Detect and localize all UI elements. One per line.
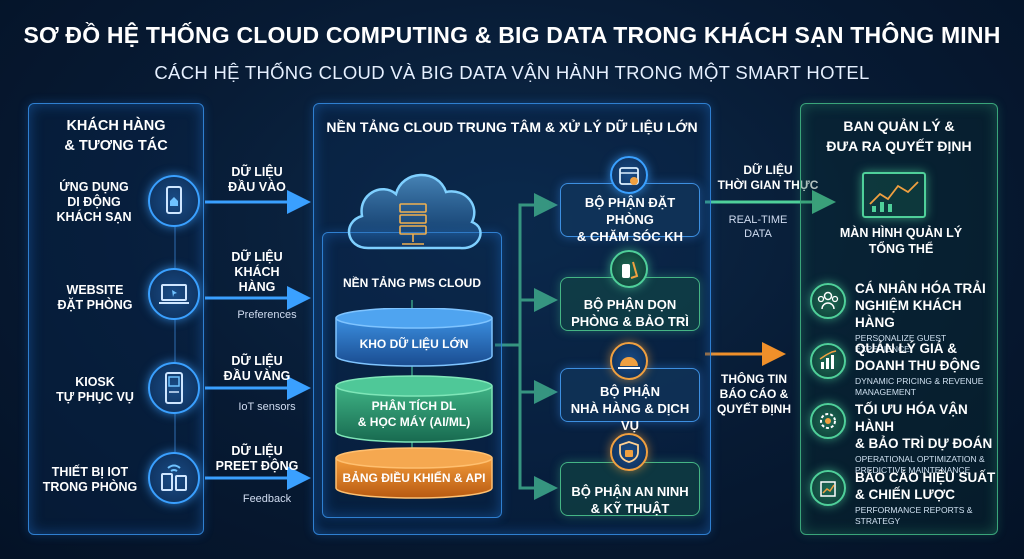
cloche-icon: [610, 342, 648, 380]
mgr-item-pricing: QUẢN LÝ GIÁ & DOANH THU ĐỘNG DYNAMIC PRI…: [855, 341, 984, 397]
branch-arrow-4: [518, 392, 558, 500]
data-warehouse-cylinder: [335, 308, 493, 367]
data-cylinders: [335, 308, 493, 499]
pms-cloud-label: NỀN TẢNG PMS CLOUD: [343, 276, 481, 290]
dashboard-monitor-icon: [862, 172, 926, 218]
dashboard-api-cylinder: [335, 447, 493, 499]
flow-label-customer: DỮ LIỆU KHÁCH HÀNG: [231, 250, 283, 294]
channel-label-website: WEBSITE ĐẶT PHÒNG: [57, 283, 133, 312]
flow-label-input: DỮ LIỆU ĐẦU VÀO: [228, 165, 286, 194]
dashboard-screen-label: MÀN HÌNH QUẢN LÝ TỔNG THỂ: [839, 226, 963, 256]
cleaning-icon: [610, 250, 648, 288]
page-subtitle: CÁCH HỆ THỐNG CLOUD VÀ BIG DATA VẬN HÀNH…: [154, 62, 870, 83]
flow-note-iot: IoT sensors: [238, 401, 296, 413]
dept-security[interactable]: BỘ PHẬN AN NINH & KỸ THUẬT: [560, 462, 700, 516]
page-title: SƠ ĐỒ HỆ THỐNG CLOUD COMPUTING & BIG DAT…: [23, 22, 1001, 48]
dashboard-api-label: BẢNG ĐIỀU KHIỂN & API: [342, 471, 486, 485]
revenue-chart-icon: [810, 343, 846, 379]
report-chart-icon: [810, 470, 846, 506]
mgr-item-operations: TỐI ƯU HÓA VẬN HÀNH & BẢO TRÌ DỰ ĐOÁN OP…: [855, 402, 993, 475]
channel-label-kiosk: KIOSK TỰ PHỤC VỤ: [56, 375, 134, 404]
analytics-label: PHÂN TÍCH DL & HỌC MÁY (AI/ML): [357, 399, 471, 429]
security-shield-icon: [610, 433, 648, 471]
iot-devices-icon[interactable]: [148, 452, 200, 504]
channel-label-iot: THIẾT BỊ IOT TRONG PHÒNG: [42, 465, 138, 494]
mgr-item-reports: BÁO CÁO HIỆU SUẤT & CHIẾN LƯỢC PERFORMAN…: [855, 470, 996, 526]
gear-icon: [810, 403, 846, 439]
analytics-cylinder: [335, 375, 493, 443]
cloud-platform-title: NỀN TẢNG CLOUD TRUNG TÂM & XỬ LÝ DỮ LIỆU…: [326, 119, 698, 135]
cloud-icon: [347, 173, 482, 250]
data-warehouse-label: KHO DỮ LIỆU LỚN: [359, 337, 469, 351]
mgr-item-personalize: CÁ NHÂN HÓA TRẢI NGHIỆM KHÁCH HÀNG PERSO…: [855, 281, 986, 354]
flow-note-preferences: Preferences: [237, 309, 297, 321]
laptop-icon[interactable]: [148, 268, 200, 320]
realtime-flow-label: DỮ LIỆU THỜI GIAN THỰC: [717, 163, 819, 192]
flow-label-feedback: DỮ LIỆU PREET ĐỘNG: [215, 444, 299, 473]
flow-label-sensor: DỮ LIỆU ĐẦU VÀNG: [223, 354, 291, 383]
dept-booking[interactable]: BỘ PHẬN ĐẶT PHÒNG & CHĂM SÓC KH: [560, 183, 700, 244]
realtime-en-label: REAL-TIME DATA: [728, 214, 788, 240]
people-icon: [810, 283, 846, 319]
kiosk-icon[interactable]: [148, 362, 200, 414]
report-flow-label: THÔNG TIN BÁO CÁO & QUYẾT ĐỊNH: [716, 372, 791, 416]
calendar-icon: [610, 156, 648, 194]
management-panel-title: BAN QUẢN LÝ & ĐƯA RA QUYẾT ĐỊNH: [826, 118, 972, 154]
flow-note-feedback: Feedback: [242, 493, 292, 505]
branch-arrow-1: [495, 193, 558, 347]
channel-label-mobile: ỨNG DỤNG DI ĐỘNG KHÁCH SẠN: [56, 180, 132, 224]
customer-panel-title: KHÁCH HÀNG & TƯƠNG TÁC: [64, 118, 168, 154]
mobile-app-icon[interactable]: [148, 175, 200, 227]
